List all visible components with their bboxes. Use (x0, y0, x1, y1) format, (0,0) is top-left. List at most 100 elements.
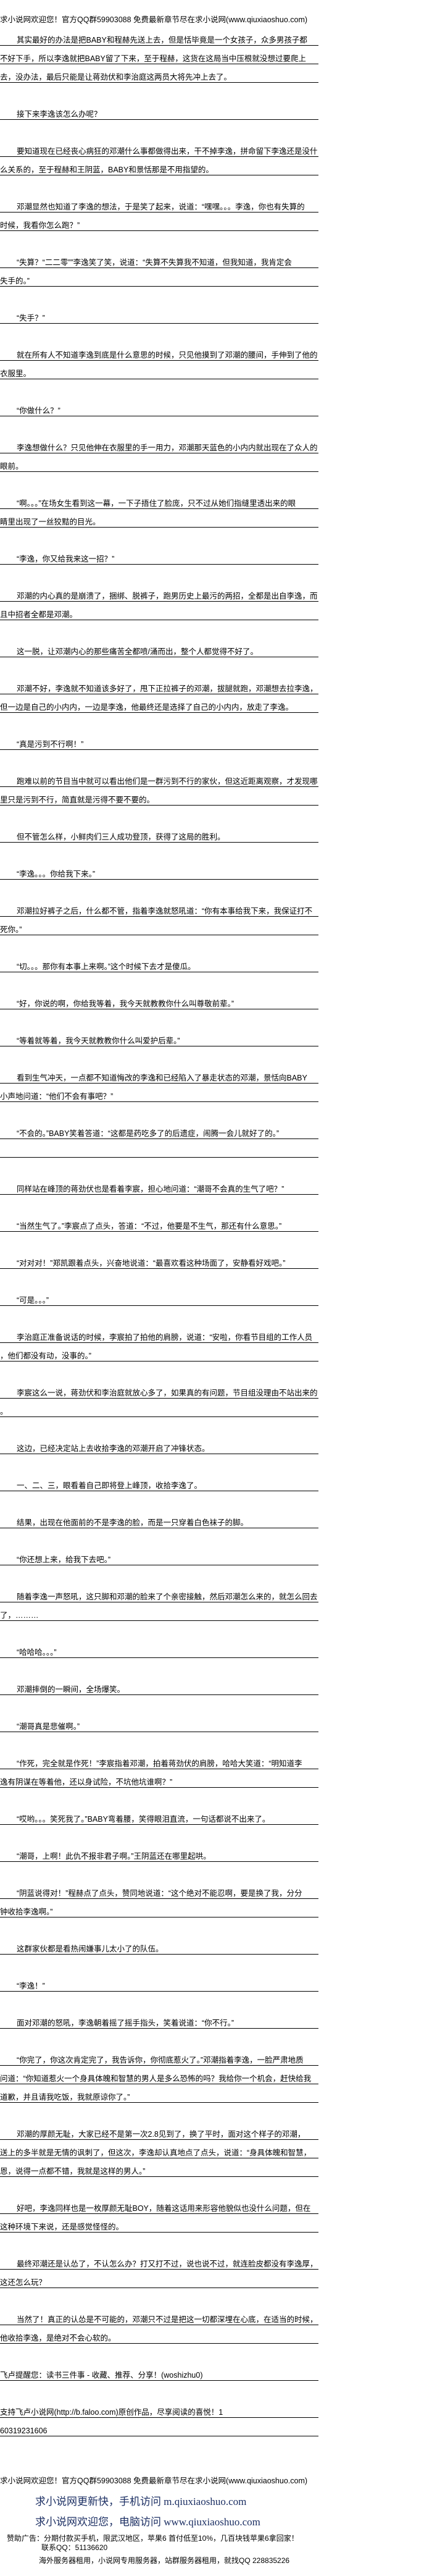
text-line: 去，没办法，最后只能是让蒋劲伏和李治庭这两员大将先冲上去了。 (0, 64, 318, 83)
paragraph: 邓潮拉好裤子之后，什么都不管，指着李逸就怒吼道：“你有本事给我下来，我保证打不死… (0, 898, 318, 935)
paragraph: 同样站在峰顶的蒋劲伏也是看着李宸，担心地问道：“潮哥不会真的生气了吧？” (0, 1176, 318, 1195)
paragraph: 支持飞卢小说网(http://b.faloo.com)原创作品，尽享阅读的喜悦！… (0, 2399, 318, 2436)
text-line: 结果，出现在他面前的不是李逸的脸，而是一只穿着白色袜子的脚。 (0, 1510, 318, 1528)
text-line: “阴蓝说得对！”程赫点了点头，赞同地说道：“这个绝对不能忍啊，要是换了我，分分 (0, 1880, 318, 1899)
paragraph: 李宸这么一说，蒋劲伏和李治庭就放心多了，如果真的有问题，节目组没理由不站出来的。 (0, 1380, 318, 1417)
text-line: “李逸，你又给我来这一招？” (0, 546, 318, 565)
text-line: “哈哈哈。。。” (0, 1639, 318, 1658)
text-line: 就在所有人不知道李逸到底是什么意思的时候，只见他摸到了邓潮的腰间，手伸到了他的 (0, 342, 318, 361)
line-text: 逸有阴谋在等着他，还以身试险，不坑他坑谁啊？” (0, 1778, 173, 1787)
text-line: 60319231606 (0, 2418, 318, 2436)
line-text: 同样站在峰顶的蒋劲伏也是看着李宸，担心地问道：“潮哥不会真的生气了吧？” (17, 1185, 285, 1193)
paragraph: 要知道现在已经丧心病狂的邓潮什么事都做得出来，干不掉李逸，拼命留下李逸还是没什么… (0, 138, 318, 175)
text-line: 接下来李逸该怎么办呢？ (0, 101, 318, 120)
paragraph: “可是。。。” (0, 1287, 318, 1306)
text-line: 这边，已经决定站上去收拾李逸的邓潮开启了冲锋状态。 (0, 1436, 318, 1454)
text-line: 其实最好的办法是把BABY和程赫先送上去，但是恬毕竟是一个女孩子，众多男孩子都 (0, 27, 318, 46)
text-line: “哎哟。。。笑死我了。”BABY弯着腰，笑得眼泪直流，一句话都说不出来了。 (0, 1806, 318, 1825)
line-text: 死你。” (0, 925, 22, 934)
line-text: 睛里出现了一丝狡黠的目光。 (0, 518, 101, 526)
line-text: 但不管怎么样，小鲜肉们三人成功登顶，获得了这局的胜利。 (17, 833, 225, 841)
line-text: 。 (0, 1407, 8, 1416)
line-text: “不会的。”BABY笑着答道：“这都是药吃多了的后遗症，闹腾一会儿就好了的。” (17, 1129, 280, 1138)
text-line: 恩，说得一点都不错，我就是这样的男人。” (0, 2158, 318, 2177)
line-text: 一、二、三，眼看着自己即将登上峰顶，收拾李逸了。 (17, 1481, 202, 1490)
line-text: 当然了！真正的认怂是不可能的，邓潮只不过是把这一切都深埋在心底，在适当的时候， (17, 2315, 318, 2324)
line-text: “你做什么？” (17, 406, 60, 415)
paragraph: “啊。。。”在场女生看到这一幕，一下子捂住了脸庞，只不过从她们指缝里透出来的眼睛… (0, 490, 318, 528)
text-line: “切。。。那你有本事上来啊。”这个时候下去才是傻瓜。 (0, 954, 318, 972)
line-text: 了，……… (0, 1611, 39, 1620)
text-line: 睛里出现了一丝狡黠的目光。 (0, 509, 318, 528)
paragraph: 但不管怎么样，小鲜肉们三人成功登顶，获得了这局的胜利。 (0, 824, 318, 843)
mobile-site-link[interactable]: 求小说网更新快，手机访问 m.qiuxiaoshuo.com (35, 2496, 247, 2507)
paragraph: 跑难以前的节目当中就可以看出他们是一群污到不行的家伙，但这近距离观察，才发现哪里… (0, 768, 318, 806)
text-line: 当然了！真正的认怂是不可能的，邓潮只不过是把这一切都深埋在心底，在适当的时候， (0, 2307, 318, 2325)
line-text: “你完了，你这次肯定完了，我告诉你，你彻底惹火了。”邓潮指着李逸，一脸严肃地质 (17, 2056, 304, 2065)
line-text: 邓潮的内心真的是崩溃了，捆绑、脱裤子，跑男历史上最污的两招，全都是出自李逸，而 (17, 592, 318, 600)
line-text: 时候，我看你怎么跑？” (0, 221, 80, 230)
text-line: 邓潮摔倒的一瞬间，全场爆笑。 (0, 1677, 318, 1695)
text-line: “真是污到不行啊！” (0, 731, 318, 750)
line-text: 结果，出现在他面前的不是李逸的脸，而是一只穿着白色袜子的脚。 (17, 1518, 249, 1527)
line-text: “对对对！”郑凯跟着点头，兴奋地说道：“最喜欢看这种场面了，安静看好戏吧。” (17, 1259, 286, 1268)
text-line: 但一边是自己的小内内，一边是李逸，他最终还是选择了自己的小内内，放走了李逸。 (0, 694, 318, 713)
text-line: 最终邓潮还是认怂了，不认怎么办？打又打不过，说也说不过，就连脸皮都没有李逸厚， (0, 2251, 318, 2270)
paragraph: 李逸想做什么？只见他伸在衣服里的手一用力，邓潮那天蓝色的小内内就出现在了众人的眼… (0, 435, 318, 472)
text-line: 飞卢提醒您：读书三件事 - 收藏、推荐、分享！(woshizhu0) (0, 2362, 318, 2381)
text-line: 。 (0, 1399, 318, 1417)
line-text: “失手？” (17, 314, 45, 322)
paragraph: 就在所有人不知道李逸到底是什么意思的时候，只见他摸到了邓潮的腰间，手伸到了他的衣… (0, 342, 318, 379)
paragraph: 飞卢提醒您：读书三件事 - 收藏、推荐、分享！(woshizhu0) (0, 2362, 318, 2381)
paragraph: “作死，完全就是作死！”李宸指着邓潮，拍着蒋劲伏的肩膀，哈哈大笑道：“明知道李逸… (0, 1751, 318, 1788)
line-text: 其实最好的办法是把BABY和程赫先送上去，但是恬毕竟是一个女孩子，众多男孩子都 (17, 36, 307, 44)
line-text: 邓潮的厚颜无耻，大家已经不是第一次2.8见到了，换了平时，面对这个样子的邓潮， (17, 2130, 305, 2139)
line-text: 这群家伙都是看热闹嫌事儿太小了的队伍。 (17, 1945, 164, 1953)
text-line: 邓潮拉好裤子之后，什么都不管，指着李逸就怒吼道：“你有本事给我下来，我保证打不 (0, 898, 318, 917)
line-text: 飞卢提醒您：读书三件事 - 收藏、推荐、分享！(woshizhu0) (0, 2371, 203, 2380)
text-line: 不好下手，所以李逸就把BABY留了下来，至于程赫，这货在这局当中压根就没想过要爬… (0, 46, 318, 64)
text-line: 但不管怎么样，小鲜肉们三人成功登顶，获得了这局的胜利。 (0, 824, 318, 843)
paragraph: “当然生气了。”李宸点了点头，答道：“不过，他要是不生气，那还有什么意思。” (0, 1213, 318, 1232)
server-ad: 海外服务器租用，小说网专用服务器，站群服务器租用，就找QQ 228835226 (39, 2556, 290, 2565)
line-text: “等着就等着，我今天就教教你什么叫爱护后辈。” (17, 1037, 180, 1045)
text-line: 问道：“你知道惹火一个身具体魄和智慧的男人是多么恐怖的吗？我给你一个机会，赶快给… (0, 2066, 318, 2084)
line-text: “切。。。那你有本事上来啊。”这个时候下去才是傻瓜。 (17, 962, 196, 971)
text-line: “等着就等着，我今天就教教你什么叫爱护后辈。” (0, 1028, 318, 1046)
line-text: “啊。。。”在场女生看到这一幕，一下子捂住了脸庞，只不过从她们指缝里透出来的眼 (17, 499, 296, 508)
line-text: 李宸这么一说，蒋劲伏和李治庭就放心多了，如果真的有问题，节目组没理由不站出来的 (17, 1389, 318, 1397)
line-text: “阴蓝说得对！”程赫点了点头，赞同地说道：“这个绝对不能忍啊，要是换了我，分分 (17, 1889, 302, 1898)
line-text: 么关系的，至于程赫和王阴蓝，BABY和景恬那是不用指望的。 (0, 166, 214, 174)
desktop-site-link[interactable]: 求小说网欢迎您，电脑访问 www.qiuxiaoshuo.com (35, 2516, 260, 2528)
text-line: 李宸这么一说，蒋劲伏和李治庭就放心多了，如果真的有问题，节目组没理由不站出来的 (0, 1380, 318, 1399)
paragraph: “失算？“二二零””李逸笑了笑，说道：“失算不失算我不知道，但我知道，我肯定会失… (0, 250, 318, 287)
text-line: “潮哥真是悲催啊。” (0, 1714, 318, 1732)
paragraph: “李逸。。。你给我下来。” (0, 861, 318, 880)
text-line: 他收拾李逸，是绝对不会心软的。 (0, 2325, 318, 2344)
text-line: “潮哥，上啊！此仇不报非君子啊。”王阴蓝还在哪里起哄。 (0, 1843, 318, 1862)
text-line (0, 1139, 318, 1158)
text-line: 李治庭正准备说话的时候，李宸拍了拍他的肩膀，说道：“安啦，你看节目组的工作人员 (0, 1324, 318, 1343)
paragraph: 这边，已经决定站上去收拾李逸的邓潮开启了冲锋状态。 (0, 1436, 318, 1454)
paragraph: “李逸，你又给我来这一招？” (0, 546, 318, 565)
line-text: “真是污到不行啊！” (17, 740, 84, 749)
line-text: 这边，已经决定站上去收拾李逸的邓潮开启了冲锋状态。 (17, 1444, 210, 1453)
text-line: ，他们都没有动，没事的。” (0, 1343, 318, 1362)
line-text: “当然生气了。”李宸点了点头，答道：“不过，他要是不生气，那还有什么意思。” (17, 1222, 282, 1231)
paragraph: 这一脱，让邓潮内心的那些痛苦全都喷/涌而出，整个人都觉得不好了。 (0, 639, 318, 657)
text-line: 失手的。” (0, 268, 318, 287)
line-text: 就在所有人不知道李逸到底是什么意思的时候，只见他摸到了邓潮的腰间，手伸到了他的 (17, 351, 318, 360)
paragraph: “你做什么？” (0, 398, 318, 416)
text-line: 钟收拾李逸啊。” (0, 1899, 318, 1917)
line-text: 李逸想做什么？只见他伸在衣服里的手一用力，邓潮那天蓝色的小内内就出现在了众人的 (17, 444, 318, 452)
line-text: 里只是污到不行，简直就是污得不要不要的。 (0, 796, 155, 804)
paragraph: 邓潮摔倒的一瞬间，全场爆笑。 (0, 1677, 318, 1695)
text-line: 里只是污到不行，简直就是污得不要不要的。 (0, 787, 318, 806)
paragraph: 邓潮的厚颜无耻，大家已经不是第一次2.8见到了，换了平时，面对这个样子的邓潮，送… (0, 2121, 318, 2177)
line-text: “李逸，你又给我来这一招？” (17, 555, 115, 563)
text-line: 同样站在峰顶的蒋劲伏也是看着李宸，担心地问道：“潮哥不会真的生气了吧？” (0, 1176, 318, 1195)
line-text: 钟收拾李逸啊。” (0, 1908, 53, 1916)
paragraph: 好吧，李逸同样也是一枚厚颜无耻BOY，随着这话用来形容他貌似也没什么问题，但在这… (0, 2195, 318, 2233)
paragraph: “哎哟。。。笑死我了。”BABY弯着腰，笑得眼泪直流，一句话都说不出来了。 (0, 1806, 318, 1825)
paragraph: “阴蓝说得对！”程赫点了点头，赞同地说道：“这个绝对不能忍啊，要是换了我，分分钟… (0, 1880, 318, 1917)
